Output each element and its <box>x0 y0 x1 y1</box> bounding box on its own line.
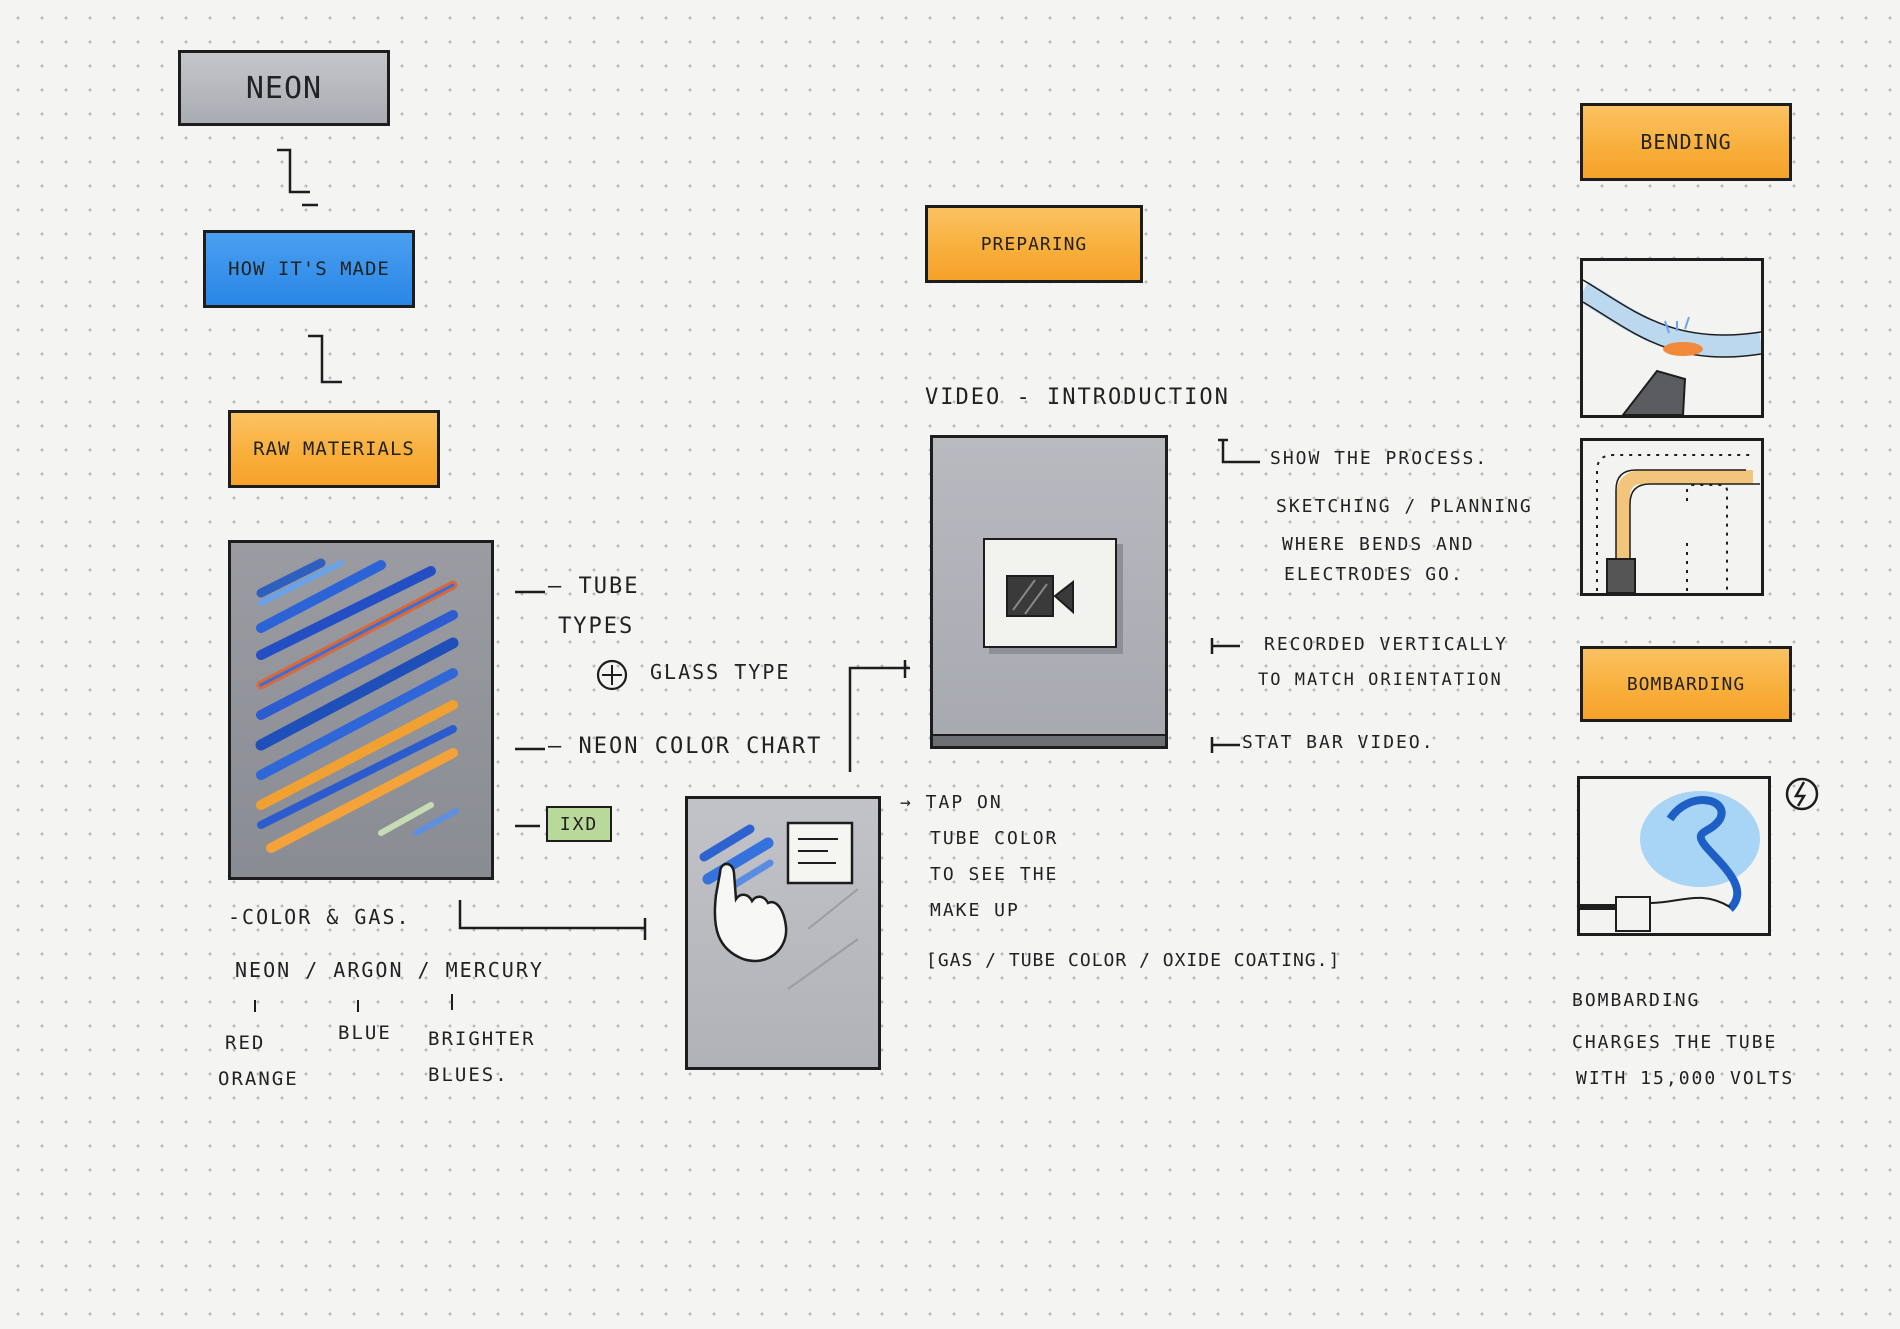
note-types: TYPES <box>558 614 635 639</box>
node-bombarding-label: BOMBARDING <box>1626 673 1746 695</box>
bending-pattern-illustration <box>1596 454 1760 600</box>
bending-panel-pattern <box>1580 438 1764 600</box>
tube-types-panel <box>228 540 494 880</box>
note-bomb-2: CHARGES THE TUBE <box>1572 1032 1778 1053</box>
node-how-its-made-label: HOW IT'S MADE <box>228 258 390 280</box>
bombarding-illustration <box>1580 791 1760 932</box>
ixd-tag-label: IXD <box>559 813 599 835</box>
node-how-its-made: HOW IT'S MADE <box>203 230 415 308</box>
note-brighter: BRIGHTER <box>428 1028 536 1050</box>
note-tap-3: TO SEE THE <box>930 864 1059 885</box>
note-tube: — TUBE <box>548 574 640 599</box>
note-color-gas: -COLOR & GAS. <box>228 905 411 929</box>
note-rec-2: TO MATCH ORIENTATION <box>1258 670 1503 690</box>
note-show-2: SKETCHING / PLANNING <box>1276 496 1533 517</box>
note-tap-4: MAKE UP <box>930 900 1020 921</box>
note-bomb-3: WITH 15,000 VOLTS <box>1576 1068 1795 1089</box>
neon-tubes-illustration <box>255 558 459 853</box>
note-rec-1: RECORDED VERTICALLY <box>1264 634 1508 655</box>
note-show-3: WHERE BENDS AND <box>1282 534 1475 555</box>
tap-interaction-screen <box>685 796 881 1070</box>
note-glass-type: GLASS TYPE <box>650 660 791 684</box>
note-neon-color-chart: — NEON COLOR CHART <box>548 734 823 759</box>
node-bending: BENDING <box>1580 103 1792 181</box>
note-red: RED <box>225 1032 266 1054</box>
bombarding-panel <box>1577 776 1771 936</box>
node-preparing-label: PREPARING <box>980 233 1088 255</box>
video-progress-bar <box>933 734 1165 746</box>
node-bombarding: BOMBARDING <box>1580 646 1792 722</box>
note-makeup: [GAS / TUBE COLOR / OXIDE COATING.] <box>926 950 1341 971</box>
video-card <box>983 538 1117 648</box>
note-show-4: ELECTRODES GO. <box>1284 564 1464 585</box>
node-neon-label: NEON <box>245 70 323 106</box>
note-gases: NEON / ARGON / MERCURY <box>235 958 544 982</box>
lightning-icon <box>1785 777 1819 811</box>
note-stat: STAT BAR VIDEO. <box>1242 732 1435 753</box>
bending-panel-heat <box>1577 258 1764 418</box>
tap-gesture-illustration <box>699 821 859 990</box>
bending-heat-illustration <box>1577 279 1763 416</box>
note-blues: BLUES. <box>428 1064 509 1086</box>
note-tap-1: → TAP ON <box>900 792 1003 813</box>
node-bending-label: BENDING <box>1640 130 1732 154</box>
node-raw-materials: RAW MATERIALS <box>228 410 440 488</box>
note-show-1: SHOW THE PROCESS. <box>1270 448 1489 469</box>
video-camera-icon <box>1006 575 1074 617</box>
note-orange: ORANGE <box>218 1068 299 1090</box>
note-bomb-1: BOMBARDING <box>1572 990 1701 1011</box>
video-intro-panel <box>930 435 1168 749</box>
node-raw-materials-label: RAW MATERIALS <box>253 438 415 460</box>
ixd-tag: IXD <box>546 806 612 842</box>
node-neon: NEON <box>178 50 390 126</box>
note-video-title: VIDEO - INTRODUCTION <box>925 385 1230 410</box>
node-preparing: PREPARING <box>925 205 1143 283</box>
note-tap-2: TUBE COLOR <box>930 828 1059 849</box>
note-blue: BLUE <box>338 1022 392 1044</box>
